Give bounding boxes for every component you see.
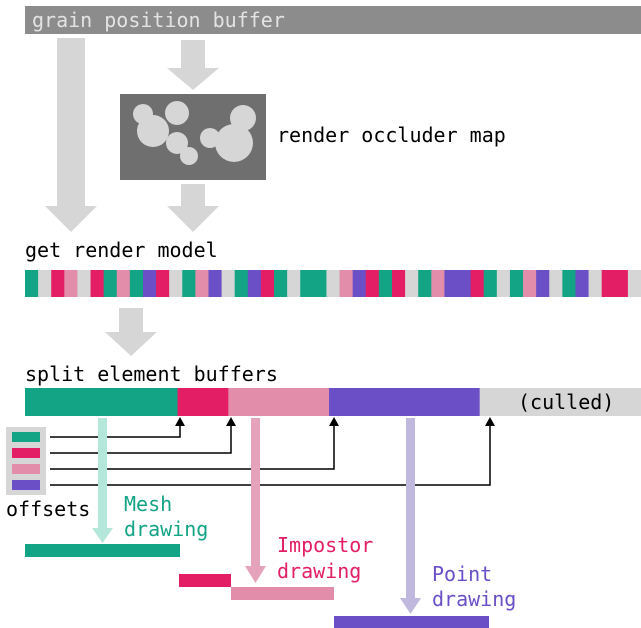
pink-output-bar	[231, 587, 334, 600]
render-model-cell	[64, 270, 79, 297]
offset-arrowheads	[175, 417, 495, 426]
split-segment-pink	[228, 388, 330, 416]
mesh-drawing-arrow	[92, 418, 113, 543]
render-model-cell	[418, 270, 432, 297]
point-drawing-label-line2: drawing	[432, 587, 516, 611]
render-model-cell	[405, 270, 419, 297]
render-model-strip	[25, 270, 641, 297]
render-model-cell	[221, 270, 236, 297]
render-model-cell	[116, 270, 131, 297]
impostor-output-bar	[179, 574, 231, 587]
render-model-cell	[90, 270, 105, 297]
render-model-cell	[300, 270, 314, 297]
offset-swatch-mesh	[12, 432, 40, 442]
split-segment-culled	[479, 388, 641, 416]
offset-swatch-pink	[12, 464, 40, 474]
render-model-cell	[38, 270, 52, 297]
mesh-drawing-label-line2: drawing	[124, 517, 208, 541]
offset-connector-impostor	[50, 424, 232, 454]
impostor-drawing-arrow	[245, 418, 266, 583]
render-model-cell	[195, 270, 210, 297]
offset-connector-mesh	[50, 424, 181, 438]
split-segment-point	[329, 388, 481, 416]
split-element-buffers-bar	[25, 388, 641, 416]
render-occluder-map-label: render occluder map	[277, 123, 506, 147]
render-model-cell	[103, 270, 118, 297]
impostor-drawing-label-line2: drawing	[277, 559, 361, 583]
render-model-cell	[483, 270, 498, 297]
render-model-cell	[169, 270, 183, 297]
render-model-cell	[234, 270, 249, 297]
impostor-drawing-label-line1: Impostor	[277, 533, 373, 557]
render-model-cell	[431, 270, 446, 297]
render-model-cell	[614, 270, 629, 297]
render-model-cell	[208, 270, 223, 297]
render-model-cell	[627, 270, 641, 297]
arrow-render-model-to-split	[105, 308, 157, 356]
arrow-occluder-to-render-model	[167, 184, 219, 232]
render-model-cell	[77, 270, 92, 297]
occluder-map-image	[120, 94, 266, 180]
render-model-cell	[509, 270, 524, 297]
render-model-cell	[339, 270, 354, 297]
offset-connectors	[50, 424, 491, 486]
arrow-buffer-to-render-model	[45, 38, 97, 232]
render-model-cell	[523, 270, 537, 297]
grain-position-buffer-label: grain position buffer	[32, 8, 285, 32]
offset-connector-pink	[50, 424, 335, 470]
render-model-cell	[326, 270, 341, 297]
render-model-cell	[444, 270, 459, 297]
render-model-cell	[575, 270, 590, 297]
render-model-cell	[142, 270, 157, 297]
render-model-cell	[365, 270, 380, 297]
render-model-cell	[313, 270, 328, 297]
point-output-bar	[334, 616, 489, 628]
render-model-cell	[260, 270, 275, 297]
render-model-cell	[496, 270, 511, 297]
render-model-cell	[352, 270, 367, 297]
render-model-cell	[51, 270, 65, 297]
split-segment-impostor	[177, 388, 229, 416]
offset-connector-point	[50, 424, 491, 486]
point-drawing-arrow	[400, 418, 421, 614]
render-model-cell	[549, 270, 563, 297]
render-model-cell	[536, 270, 550, 297]
offsets-box	[6, 427, 46, 495]
render-model-cell	[470, 270, 485, 297]
render-model-cell	[378, 270, 393, 297]
offset-swatch-impostor	[12, 448, 40, 458]
offset-swatch-point	[12, 480, 40, 490]
render-model-cell	[247, 270, 262, 297]
point-drawing-label-line1: Point	[432, 562, 492, 586]
render-model-cell	[391, 270, 406, 297]
render-model-cell	[457, 270, 472, 297]
render-model-cell	[156, 270, 170, 297]
mesh-drawing-label-line1: Mesh	[124, 492, 172, 516]
render-model-cell	[274, 270, 288, 297]
render-model-cell	[25, 270, 39, 297]
render-model-cell	[129, 270, 144, 297]
render-model-cell	[182, 270, 196, 297]
culled-label: (culled)	[518, 390, 614, 414]
get-render-model-label: get render model	[25, 238, 218, 262]
grain-position-buffer-bar	[25, 6, 641, 34]
render-model-cell	[562, 270, 577, 297]
mesh-output-bar	[25, 544, 180, 557]
split-segment-mesh	[25, 388, 179, 416]
split-element-buffers-label: split element buffers	[25, 362, 278, 386]
arrow-buffer-to-occluder	[167, 40, 219, 90]
render-model-cell	[588, 270, 603, 297]
render-model-cell	[601, 270, 616, 297]
offsets-label: offsets	[6, 497, 90, 521]
render-model-cell	[287, 270, 301, 297]
